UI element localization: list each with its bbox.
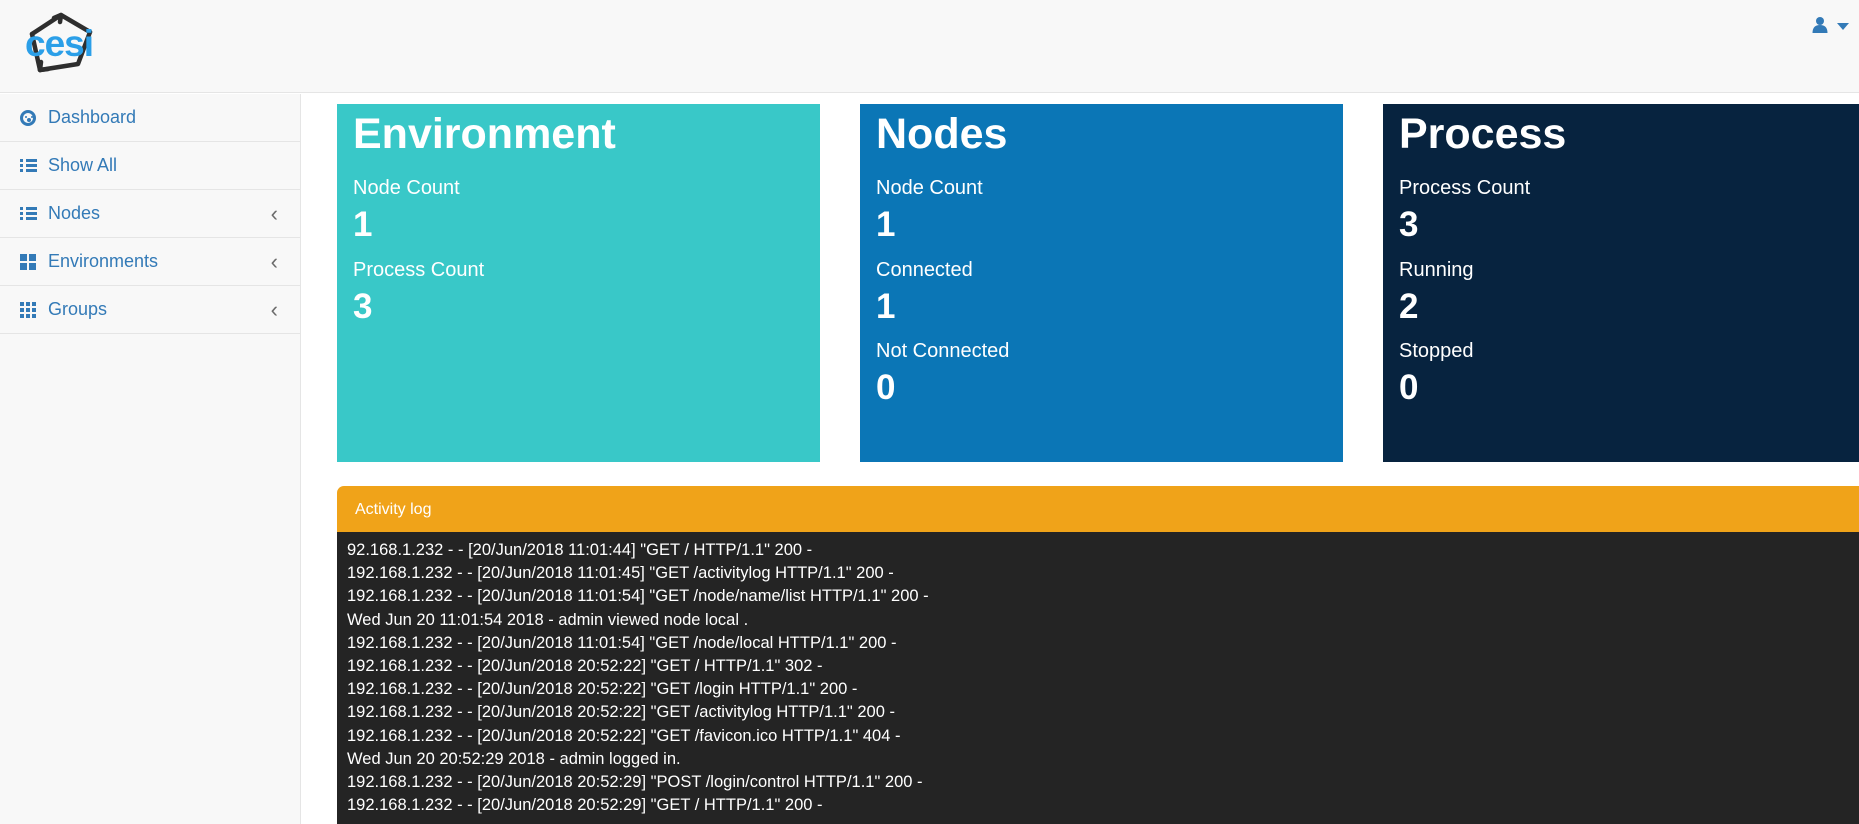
log-line: 192.168.1.232 - - [20/Jun/2018 20:52:22]… xyxy=(347,680,858,699)
log-line: 192.168.1.232 - - [20/Jun/2018 20:52:22]… xyxy=(347,726,901,745)
grid-2x2-icon xyxy=(20,253,38,270)
card-stat: Stopped 0 xyxy=(1399,340,1850,407)
sidebar-item-environments[interactable]: Environments ‹ xyxy=(0,238,300,286)
stat-label: Node Count xyxy=(876,176,983,199)
list-icon xyxy=(20,206,38,222)
grid-3x3-icon xyxy=(20,301,38,318)
log-line: Wed Jun 20 20:52:29 2018 - admin logged … xyxy=(347,749,681,768)
log-line: 192.168.1.232 - - [20/Jun/2018 11:01:54]… xyxy=(347,587,929,606)
stat-label: Process Count xyxy=(353,258,485,281)
activity-log-header: Activity log xyxy=(337,486,1859,532)
card-title: Nodes xyxy=(876,110,1008,158)
summary-cards: Environment Node Count 1 Process Count 3 xyxy=(337,104,1859,462)
sidebar-item-show-all[interactable]: Show All xyxy=(0,142,300,190)
card-stats: Node Count 1 Connected 1 Not Connected 0 xyxy=(876,177,1327,407)
stat-value: 1 xyxy=(876,286,896,326)
sidebar-item-label: Dashboard xyxy=(48,107,137,127)
card-stat: Node Count 1 xyxy=(876,177,1327,244)
stat-value: 1 xyxy=(353,204,373,244)
sidebar-item-label: Nodes xyxy=(48,203,101,223)
card-stat: Running 2 xyxy=(1399,259,1850,326)
card-stats: Node Count 1 Process Count 3 xyxy=(353,177,804,326)
card-stat: Connected 1 xyxy=(876,259,1327,326)
log-line: 192.168.1.232 - - [20/Jun/2018 11:01:54]… xyxy=(347,633,897,652)
stat-label: Running xyxy=(1399,258,1474,281)
stat-value: 3 xyxy=(1399,204,1419,244)
card-stat: Node Count 1 xyxy=(353,177,804,244)
sidebar-item-label: Groups xyxy=(48,299,108,319)
stat-label: Not Connected xyxy=(876,340,1010,363)
caret-down-icon[interactable] xyxy=(1837,23,1849,30)
chevron-left-icon: ‹ xyxy=(270,296,278,322)
activity-log-panel: Activity log 92.168.1.232 - - [20/Jun/20… xyxy=(337,486,1859,824)
card-stats: Process Count 3 Running 2 Stopped 0 xyxy=(1399,177,1850,407)
log-line: 192.168.1.232 - - [20/Jun/2018 20:52:29]… xyxy=(347,796,823,815)
main-content: Environment Node Count 1 Process Count 3 xyxy=(302,94,1859,824)
log-line: 192.168.1.232 - - [20/Jun/2018 20:52:29]… xyxy=(347,773,923,792)
card-stat: Process Count 3 xyxy=(1399,177,1850,244)
dashboard-icon xyxy=(20,109,38,126)
log-line: 192.168.1.232 - - [20/Jun/2018 20:52:22]… xyxy=(347,657,823,676)
summary-card: Nodes Node Count 1 Connected 1 xyxy=(860,104,1343,462)
card-stat: Not Connected 0 xyxy=(876,340,1327,407)
topbar: cesi xyxy=(0,0,1859,93)
stat-value: 0 xyxy=(1399,368,1419,408)
logo-text: cesi xyxy=(25,23,93,64)
stat-value: 0 xyxy=(876,368,896,408)
stat-label: Node Count xyxy=(353,176,460,199)
log-line: 192.168.1.232 - - [20/Jun/2018 11:01:45]… xyxy=(347,564,894,583)
activity-log-body: 92.168.1.232 - - [20/Jun/2018 11:01:44] … xyxy=(337,532,1859,824)
sidebar: Dashboard Show All Nodes ‹ Environments … xyxy=(0,94,301,824)
sidebar-item-label: Environments xyxy=(48,251,159,271)
sidebar-item-dashboard[interactable]: Dashboard xyxy=(0,94,300,142)
summary-card: Process Process Count 3 Running 2 xyxy=(1383,104,1859,462)
card-title: Process xyxy=(1399,110,1567,158)
list-icon xyxy=(20,158,38,174)
log-line: 192.168.1.232 - - [20/Jun/2018 20:52:22]… xyxy=(347,703,895,722)
stat-value: 3 xyxy=(353,286,373,326)
stat-value: 1 xyxy=(876,204,896,244)
user-icon[interactable] xyxy=(1811,16,1829,34)
card-stat: Process Count 3 xyxy=(353,259,804,326)
cesi-logo-graphic: cesi xyxy=(25,12,94,73)
sidebar-item-groups[interactable]: Groups ‹ xyxy=(0,286,300,334)
user-menu[interactable] xyxy=(1811,16,1849,34)
cesi-logo[interactable]: cesi xyxy=(16,8,106,82)
chevron-left-icon: ‹ xyxy=(270,248,278,274)
summary-card: Environment Node Count 1 Process Count 3 xyxy=(337,104,820,462)
stat-label: Connected xyxy=(876,258,973,281)
chevron-left-icon: ‹ xyxy=(270,200,278,226)
sidebar-item-nodes[interactable]: Nodes ‹ xyxy=(0,190,300,238)
stat-label: Process Count xyxy=(1399,176,1531,199)
sidebar-item-label: Show All xyxy=(48,155,118,175)
card-title: Environment xyxy=(353,110,616,158)
stat-label: Stopped xyxy=(1399,340,1474,363)
log-line: 92.168.1.232 - - [20/Jun/2018 11:01:44] … xyxy=(347,541,813,559)
stat-value: 2 xyxy=(1399,286,1419,326)
log-line: Wed Jun 20 11:01:54 2018 - admin viewed … xyxy=(347,610,749,629)
